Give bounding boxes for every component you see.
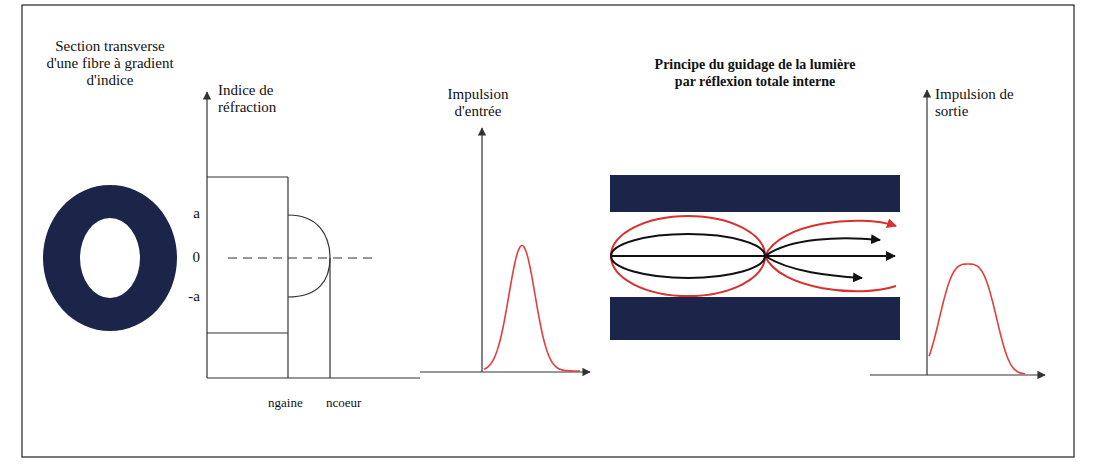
input-pulse-axes [420, 128, 590, 372]
index-profile [207, 92, 420, 378]
fiber-cross-section [43, 185, 177, 331]
caption-label: Impulsion de sortie [935, 86, 1015, 120]
frame [22, 5, 1074, 457]
fiber-guide [610, 175, 900, 340]
caption-label: Section transverse d'une fibre à gradien… [43, 38, 178, 89]
output-pulse [929, 264, 1025, 374]
axis-tick-label: -a [176, 288, 200, 305]
caption-label: Impulsion d'entrée [438, 86, 518, 120]
axis-tick-label: a [180, 205, 200, 222]
axis-tick-label: 0 [180, 249, 200, 266]
output-pulse-axes [870, 90, 1045, 375]
caption-label: Indice de réfraction [218, 82, 300, 116]
caption-label: ncoeur [326, 394, 386, 411]
caption-label: ngaine [268, 394, 328, 411]
input-pulse [484, 245, 580, 370]
caption-label: Principe du guidage de la lumière par ré… [653, 56, 858, 90]
